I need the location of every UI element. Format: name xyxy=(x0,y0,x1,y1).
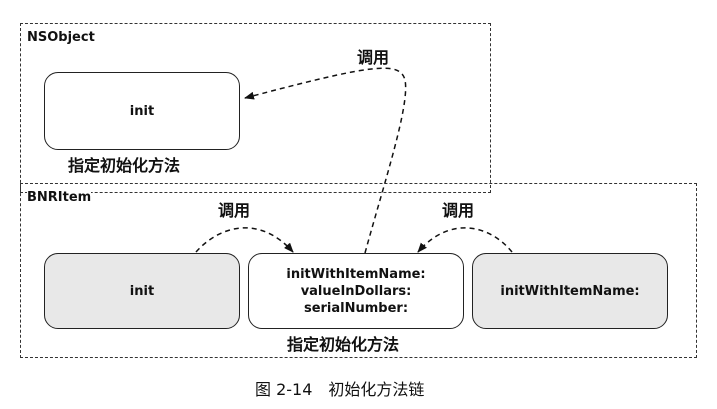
arrow-designated-to-nsobject-init xyxy=(244,67,407,254)
arrow-name-to-designated xyxy=(417,227,513,253)
arrow-init-to-designated xyxy=(195,227,294,253)
call-label-left: 调用 xyxy=(218,201,251,220)
bnritem-designated-label: 指定初始化方法 xyxy=(287,335,400,354)
designated-line-2: valueInDollars: xyxy=(300,283,412,299)
bnritem-region xyxy=(20,183,697,358)
designated-line-1: initWithItemName: xyxy=(286,266,426,282)
designated-line-3: serialNumber: xyxy=(303,300,409,316)
call-label-right: 调用 xyxy=(442,201,475,220)
designated-initializer-box: initWithItemName: valueInDollars: serial… xyxy=(248,253,464,329)
nsobject-designated-label: 指定初始化方法 xyxy=(68,156,181,175)
nsobject-region xyxy=(20,23,491,193)
init-with-item-name-box: initWithItemName: xyxy=(472,253,668,329)
call-label-top: 调用 xyxy=(357,48,390,67)
bnritem-label: BNRItem xyxy=(27,190,92,205)
figure-caption: 图 2-14 初始化方法链 xyxy=(255,380,425,399)
bnritem-init-box: init xyxy=(44,253,240,329)
nsobject-label: NSObject xyxy=(27,30,95,45)
nsobject-init-box: init xyxy=(44,72,240,150)
